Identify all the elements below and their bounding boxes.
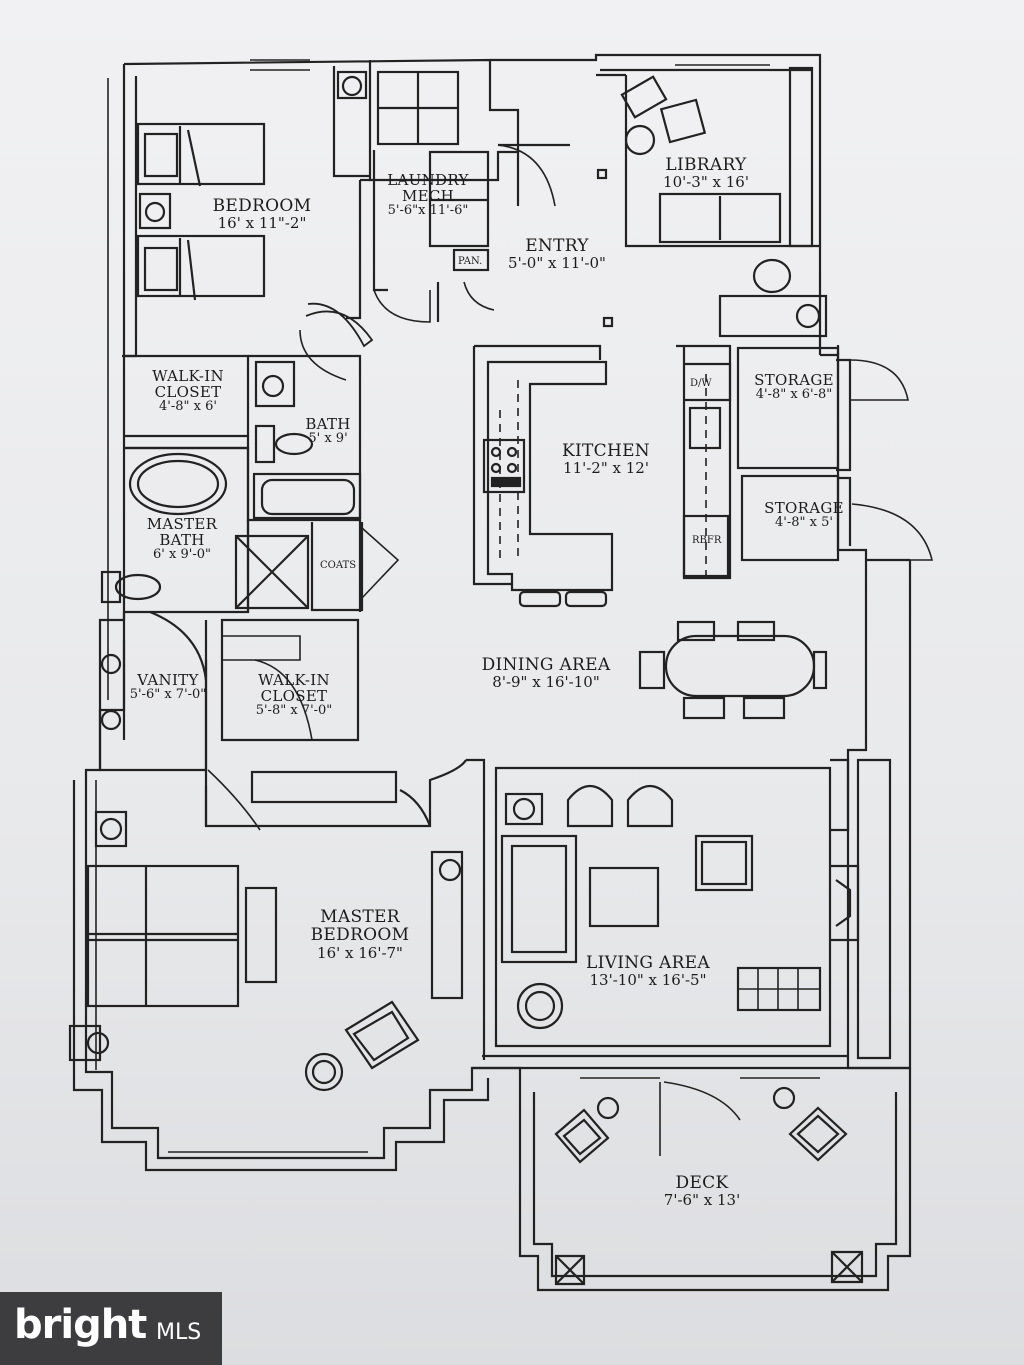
kitchen-dims: 11'-2" x 12' [563,459,649,478]
vanity-area [98,610,360,831]
master-bath-name2: BATH [159,531,205,550]
closet-1-name: CLOSET [154,383,222,402]
walkin-closet-1-label: WALK-IN CLOSET 4'-8" x 6' [152,368,224,414]
refrigerator-label: RBFR [692,535,722,546]
walkin-1-name: WALK-IN [152,367,224,385]
watermark-brand: bright [14,1302,147,1348]
entry-name: ENTRY [525,236,589,256]
bath-dims: 5' x 9' [308,431,348,447]
deck-name: DECK [675,1173,729,1193]
storage-1-dims: 4'-8" x 6'-8" [755,387,833,403]
living-area-room [466,758,860,1060]
master-bath-label: MASTER BATH 6' x 9'-0" [147,516,218,562]
deck-label: DECK 7'-6" x 13' [664,1174,740,1209]
kitchen-room [472,344,732,608]
storage-2-name: STORAGE [764,499,844,517]
dishwasher-label: D/W [690,378,712,389]
dining-name: DINING AREA [481,655,611,675]
storage-2-dims: 4'-8" x 5' [775,515,833,531]
laundry-label: LAUNDRY MECH 5'-6"x 11'-6" [387,172,468,218]
panel-label: PAN. [458,256,483,267]
bedroom-dims: 16' x 11"-2" [217,214,307,233]
walkin-closet-2-label: WALK-IN CLOSET 5'-8" x 7'-0" [256,672,333,718]
mech-name: MECH [401,187,455,206]
dining-dims: 8'-9" x 16'-10" [492,673,600,692]
vanity-dims: 5'-6" x 7'-0" [129,687,207,703]
bath-label: BATH 5' x 9' [305,416,350,446]
dining-table [638,620,828,720]
storage-1-name: STORAGE [754,371,834,389]
master-bedroom-name: MASTER [320,907,400,927]
laundry-name: LAUNDRY [387,171,469,189]
master-bedroom-room [68,759,467,1092]
walkin-2-name: WALK-IN [258,671,330,689]
storage-1-label: STORAGE 4'-8" x 6'-8" [754,372,834,402]
storage-2-label: STORAGE 4'-8" x 5' [764,500,844,530]
kitchen-label: KITCHEN 11'-2" x 12' [562,442,650,477]
bedroom-label: BEDROOM 16' x 11"-2" [213,197,312,232]
walkin-1-dims: 4'-8" x 6' [159,399,217,415]
bright-mls-watermark: bright MLS [0,1292,222,1365]
library-name: LIBRARY [665,155,747,175]
deck-dims: 7'-6" x 13' [663,1191,741,1210]
coats-label: COATS [320,560,357,571]
entry-dims: 5'-0" x 11'-0" [508,254,606,273]
master-bath-name: MASTER [146,515,218,533]
vanity-label: VANITY 5'-6" x 7'-0" [130,672,207,702]
library-label: LIBRARY 10'-3" x 16' [663,156,749,191]
living-area-label: LIVING AREA 13'-10" x 16'-5" [586,954,710,989]
master-bedroom-name2: BEDROOM [310,925,410,946]
living-area-name: LIVING AREA [586,953,710,973]
closet-2-name: CLOSET [260,687,328,706]
bedroom-name: BEDROOM [212,196,312,216]
laundry-room [372,70,495,323]
laundry-dims: 5'-6"x 11'-6" [387,203,469,219]
master-bedroom-label: MASTER BEDROOM 16' x 16'-7" [311,908,410,961]
vanity-name: VANITY [137,671,199,689]
bath-name: BATH [305,415,351,433]
watermark-suffix: MLS [156,1320,202,1345]
master-bath-dims: 6' x 9'-0" [153,547,211,563]
dining-label: DINING AREA 8'-9" x 16'-10" [482,656,611,691]
walkin-2-dims: 5'-8" x 7'-0" [255,703,333,719]
kitchen-name: KITCHEN [562,441,650,461]
library-dims: 10'-3" x 16' [663,173,749,192]
storage-rooms [736,346,934,562]
master-bedroom-dims: 16' x 16'-7" [317,943,403,962]
library-room [596,66,828,338]
deck-area [518,1068,912,1292]
entry-label: ENTRY 5'-0" x 11'-0" [508,237,606,272]
living-area-dims: 13'-10" x 16'-5" [589,971,707,990]
